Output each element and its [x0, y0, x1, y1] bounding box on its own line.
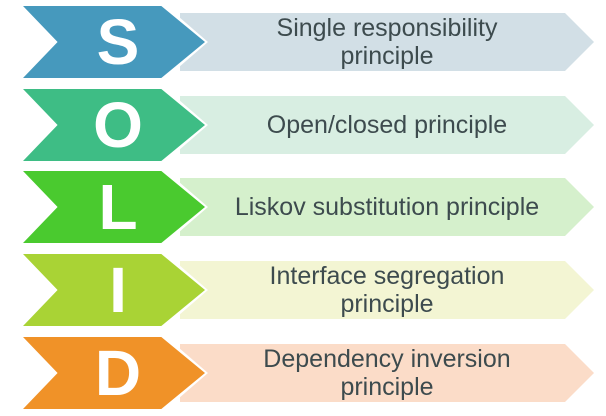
letter-o: O — [93, 89, 143, 161]
principle-label-line: Interface segregation — [269, 262, 505, 290]
letter-i: I — [109, 254, 127, 326]
principle-label-line: principle — [340, 42, 434, 70]
principle-label-line: principle — [340, 373, 434, 401]
solid-row-d: Dependency inversion principle D — [0, 334, 606, 412]
solid-row-o: Open/closed principle O — [0, 86, 606, 164]
chevron-arrow-shape — [20, 3, 208, 81]
principle-label-line: Single responsibility — [276, 14, 498, 42]
letter-l: L — [98, 171, 138, 243]
principle-label-line: Liskov substitution principle — [234, 193, 540, 221]
principle-label-line: principle — [340, 290, 434, 318]
letter-d: D — [94, 337, 142, 409]
solid-row-s: Single responsibility principle S — [0, 3, 606, 81]
solid-row-i: Interface segregation principle I — [0, 251, 606, 329]
principle-banner: Single responsibility principle — [180, 13, 594, 71]
principle-label-line: Open/closed principle — [266, 111, 508, 139]
letter-s: S — [96, 6, 140, 78]
solid-row-l: Liskov substitution principle L — [0, 168, 606, 246]
principle-banner: Interface segregation principle — [180, 261, 594, 319]
principle-banner: Liskov substitution principle — [180, 178, 594, 236]
principle-banner: Open/closed principle — [180, 96, 594, 154]
principle-banner: Dependency inversion principle — [180, 344, 594, 402]
principle-label-line: Dependency inversion — [263, 345, 511, 373]
